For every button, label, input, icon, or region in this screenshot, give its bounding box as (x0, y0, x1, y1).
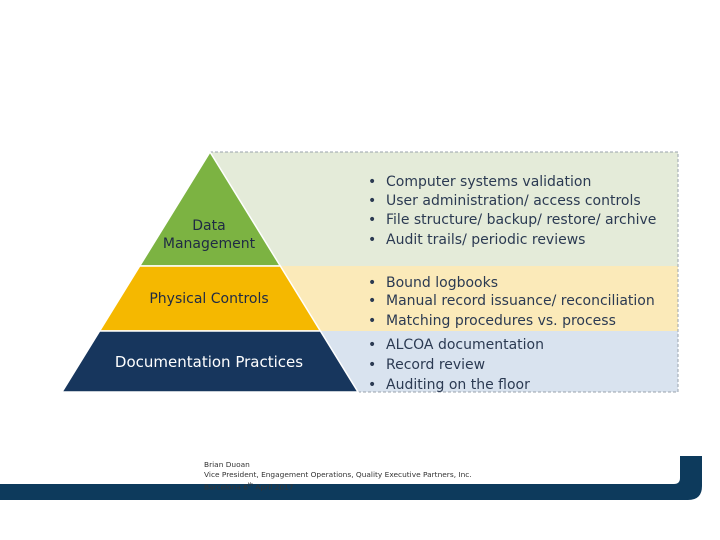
bullet-marker: • (368, 193, 376, 209)
pyramid-band-documentation-practices (60, 330, 360, 393)
bullet-item-physical-controls: Matching procedures vs. process (386, 313, 616, 329)
band-label-documentation-practices: Documentation Practices (115, 353, 303, 371)
bullet-item-data-management: File structure/ backup/ restore/ archive (386, 212, 656, 228)
bullet-item-documentation-practices: Record review (386, 357, 485, 373)
bullet-item-documentation-practices: ALCOA documentation (386, 337, 544, 353)
bullet-marker: • (368, 337, 376, 353)
bullet-marker: • (368, 377, 376, 393)
band-label-physical-controls: Physical Controls (149, 291, 268, 307)
bullet-marker: • (368, 313, 376, 329)
footer-credits: Brian Duoan Vice President, Engagement O… (204, 460, 472, 492)
bullet-item-physical-controls: Bound logbooks (386, 275, 498, 291)
band-label-data-management: Management (163, 236, 256, 252)
bullet-item-documentation-practices: Auditing on the floor (386, 377, 530, 393)
bullet-item-data-management: Audit trails/ periodic reviews (386, 232, 585, 248)
bullet-marker: • (368, 174, 376, 190)
presenter-name: Brian Duoan (204, 460, 250, 469)
bullet-marker: • (368, 357, 376, 373)
bullet-marker: • (368, 293, 376, 309)
bullet-marker: • (368, 212, 376, 228)
bullet-item-physical-controls: Manual record issuance/ reconciliation (386, 293, 655, 309)
presentation-location: Barcelona 6th April 2017 (204, 482, 294, 492)
bullet-item-data-management: User administration/ access controls (386, 193, 641, 209)
panel-data-management (210, 152, 678, 266)
bullet-item-data-management: Computer systems validation (386, 174, 591, 190)
band-label-data-management: Data (192, 218, 225, 234)
presenter-title: Vice President, Engagement Operations, Q… (204, 470, 472, 479)
bullet-marker: • (368, 275, 376, 291)
bullet-marker: • (368, 232, 376, 248)
